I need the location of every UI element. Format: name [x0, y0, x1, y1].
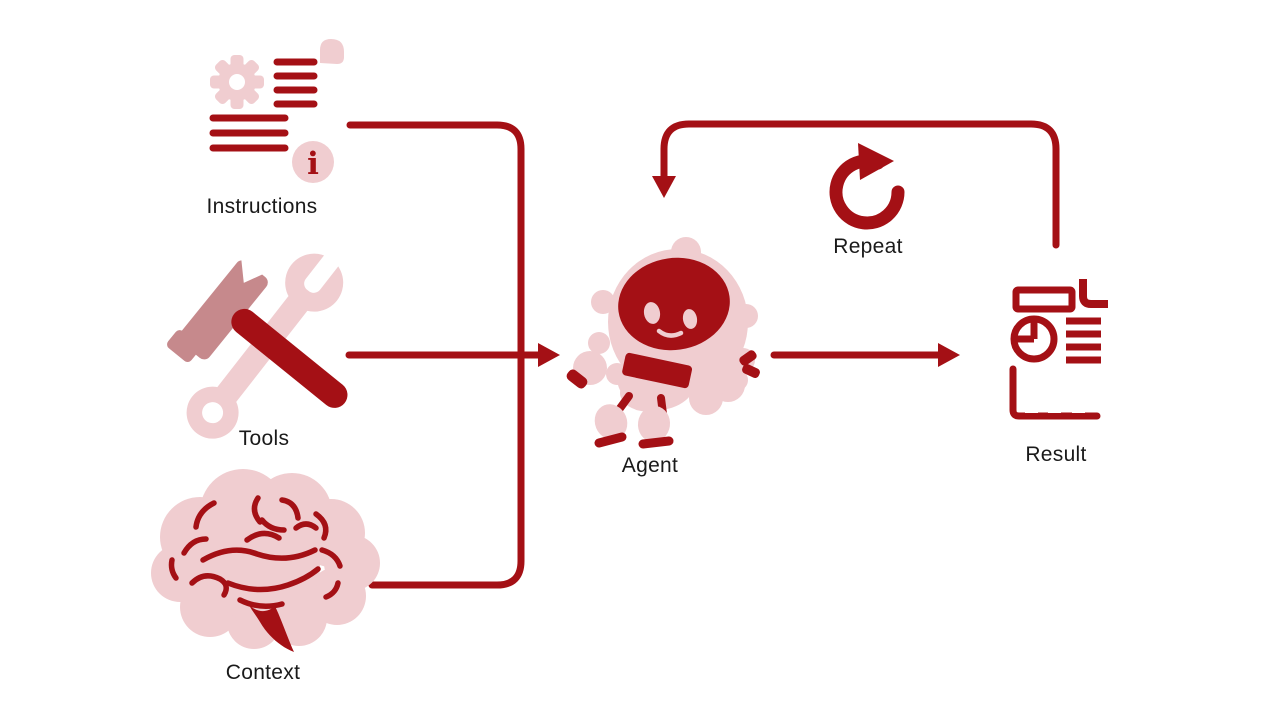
scroll-document-gear-info-icon: i	[201, 39, 344, 188]
repeat-node: Repeat	[829, 143, 905, 258]
hammer-icon	[167, 254, 348, 408]
agent-label: Agent	[622, 454, 678, 477]
tools-node: Tools	[167, 250, 348, 450]
robot-mascot-icon	[566, 237, 760, 449]
report-text-lines	[1066, 317, 1101, 364]
context-node: Context	[151, 469, 380, 684]
result-node: Result	[1003, 278, 1110, 466]
instructions-label: Instructions	[207, 195, 318, 218]
document-long-lines	[209, 114, 289, 152]
scroll-curl	[320, 39, 344, 64]
connector-lines	[345, 120, 1060, 589]
robot-eye-right	[682, 309, 698, 329]
info-glyph: i	[307, 146, 319, 182]
agent-node: Agent	[566, 237, 760, 477]
robot-smile	[656, 328, 684, 338]
robot-legs	[594, 392, 674, 449]
info-icon: i	[292, 141, 334, 183]
bar-chart-icon	[1009, 365, 1101, 420]
instructions-node: i Instructions	[201, 39, 344, 218]
pie-chart-icon	[1010, 315, 1058, 363]
robot-eye-left	[643, 302, 661, 324]
brain-folds	[168, 495, 343, 609]
robot-arms	[566, 350, 760, 391]
report-document-charts-icon	[1003, 278, 1110, 430]
hammer-wrench-icon	[167, 250, 348, 439]
document-short-lines	[273, 58, 318, 108]
context-label: Context	[226, 661, 300, 684]
repeat-loop-arrowhead	[652, 176, 676, 198]
agent-to-result-arrowhead	[938, 343, 960, 367]
brain-stem	[249, 605, 294, 652]
tools-label: Tools	[239, 427, 290, 450]
circular-refresh-arrow-icon	[829, 143, 905, 230]
page-fold	[1079, 279, 1108, 308]
gear-icon	[210, 55, 264, 109]
brain-icon	[151, 469, 380, 652]
repeat-label: Repeat	[833, 235, 903, 258]
tools-to-agent-arrowhead	[538, 343, 560, 367]
robot-belt	[622, 352, 693, 389]
result-label: Result	[1025, 443, 1086, 466]
repeat-loop-line	[660, 120, 1060, 249]
robot-face	[618, 257, 730, 351]
report-title-bar	[1012, 286, 1076, 313]
